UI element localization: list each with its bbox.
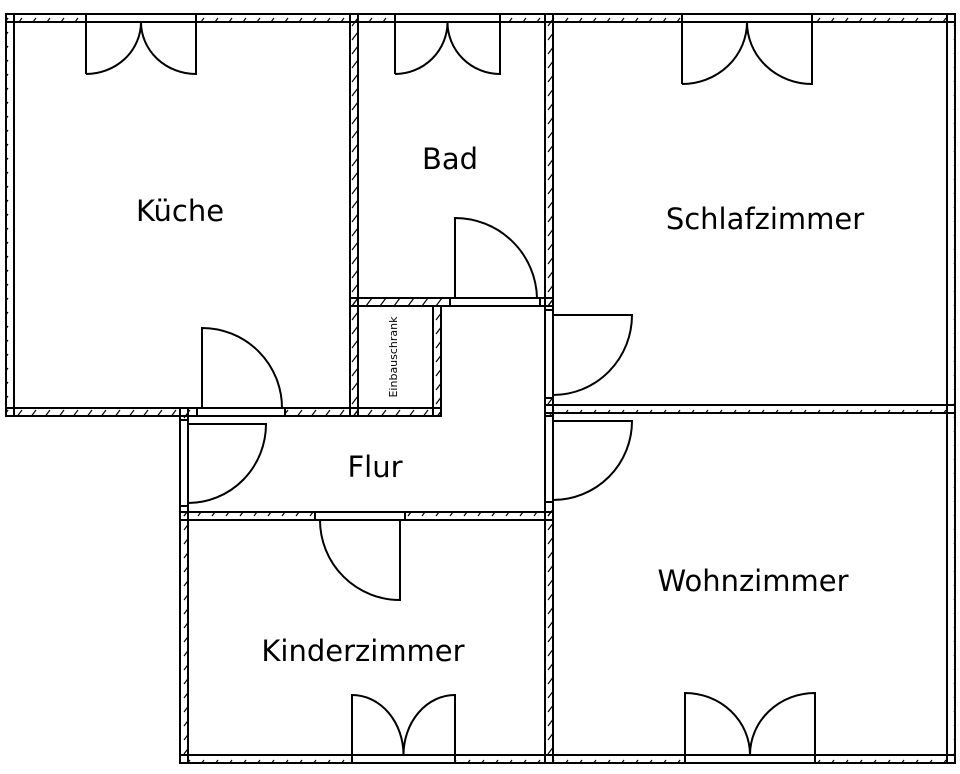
window-wohnzimmer: [684, 691, 816, 756]
door-bad: [454, 216, 538, 299]
doors: [187, 216, 634, 602]
wall: [5, 13, 15, 417]
window-opening: [394, 13, 501, 23]
walls: [5, 13, 956, 764]
window-opening: [681, 13, 813, 23]
window-opening: [684, 754, 816, 764]
room-label-kueche: Küche: [136, 194, 224, 228]
openings: [85, 13, 816, 764]
window-bad: [394, 21, 501, 76]
door-kueche: [201, 326, 283, 409]
room-label-einbauschrank: Einbauschrank: [387, 316, 400, 398]
wall: [946, 13, 956, 764]
wall: [349, 13, 359, 417]
windows: [85, 21, 816, 756]
room-label-wohnzimmer: Wohnzimmer: [657, 564, 848, 598]
window-opening: [351, 754, 456, 764]
door-opening: [196, 407, 286, 417]
door-opening: [449, 297, 541, 307]
window-kinderzimmer: [351, 693, 456, 756]
window-kueche: [85, 21, 197, 76]
window-opening: [85, 13, 197, 23]
room-label-schlafzimmer: Schlafzimmer: [666, 202, 864, 236]
door-opening: [544, 415, 554, 503]
door-opening: [179, 419, 189, 507]
wall: [544, 404, 956, 414]
door-kinderzimmer: [319, 519, 401, 602]
window-schlafzimmer: [681, 21, 813, 86]
door-schlafzimmer: [552, 314, 634, 396]
room-label-kinderzimmer: Kinderzimmer: [261, 634, 464, 668]
wall: [432, 305, 442, 417]
room-label-flur: Flur: [347, 450, 402, 484]
wall: [179, 754, 956, 764]
door-flur: [187, 423, 268, 504]
wall: [349, 407, 442, 417]
door-opening: [314, 511, 406, 521]
room-label-bad: Bad: [422, 142, 478, 176]
door-wohnzimmer: [552, 420, 634, 501]
door-opening: [544, 309, 554, 399]
